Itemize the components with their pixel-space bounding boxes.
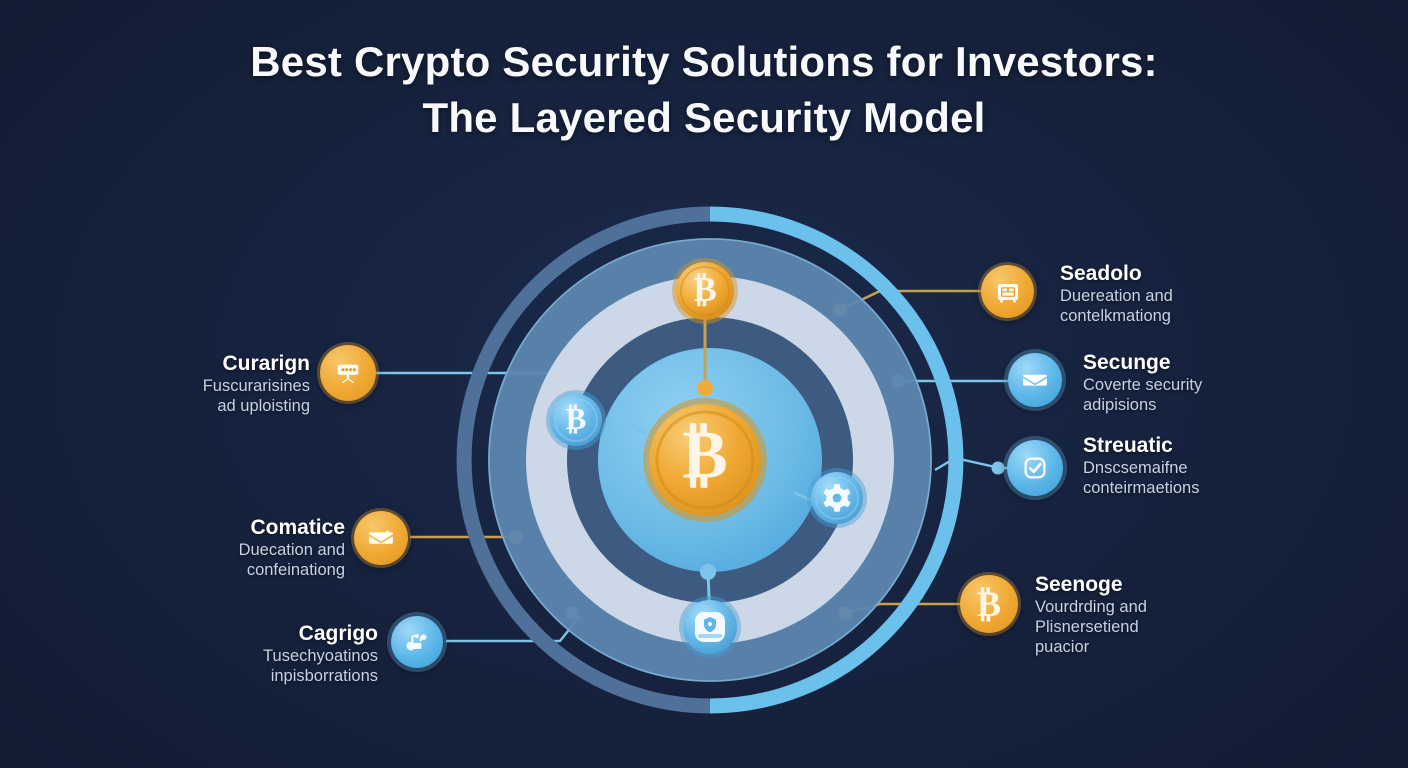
bitcoin-icon-right[interactable]: ₿ — [960, 575, 1018, 633]
gear-icon — [823, 484, 851, 512]
shield-lock-icon — [704, 617, 716, 633]
svg-text:₿: ₿ — [693, 270, 716, 309]
label-comatice-title: Comatice — [250, 516, 345, 539]
label-comatice-subtitle: Duecation and confeinationg — [238, 541, 345, 580]
label-streuatic-subtitle: Dnscsemaifne conteirmaetions — [1083, 459, 1200, 498]
label-curarign-title: Curarign — [222, 352, 310, 375]
title-line-1: Best Crypto Security Solutions for Inves… — [250, 38, 1158, 85]
label-seadolo-title: Seadolo — [1060, 262, 1142, 285]
envelope-icon-left[interactable] — [354, 511, 408, 565]
svg-text:₿: ₿ — [566, 401, 587, 436]
label-curarign[interactable]: Curarign Fuscurarisines ad uploisting — [60, 352, 310, 417]
page-title: Best Crypto Security Solutions for Inves… — [0, 34, 1408, 146]
orbit-node-right-gear[interactable] — [807, 468, 867, 528]
label-secunge-title: Secunge — [1083, 351, 1171, 374]
label-cagrigo[interactable]: Cagrigo Tusechyoatinos inpisborrations — [128, 622, 378, 687]
label-seenoge[interactable]: Seenoge Vourdrding and Plisnersetiend pu… — [1035, 573, 1285, 658]
orbit-node-bottom-shield[interactable] — [679, 596, 741, 658]
label-curarign-subtitle: Fuscurarisines ad uploisting — [202, 377, 310, 416]
outer-ring — [456, 206, 964, 714]
safe-vault-icon[interactable] — [981, 265, 1034, 318]
check-badge-icon[interactable] — [1007, 440, 1063, 496]
ring-band-mid-2 — [488, 238, 932, 682]
orbit-node-top-bitcoin[interactable]: ₿ — [672, 258, 738, 324]
label-seenoge-subtitle: Vourdrding and Plisnersetiend puacior — [1035, 598, 1147, 656]
label-streuatic[interactable]: Streuatic Dnscsemaifne conteirmaetions — [1083, 434, 1333, 499]
label-seadolo-subtitle: Duereation and contelkmationg — [1060, 287, 1173, 326]
label-secunge-subtitle: Coverte security adipisions — [1083, 376, 1203, 415]
server-rack-icon[interactable] — [320, 345, 376, 401]
label-seadolo[interactable]: Seadolo Duereation and contelkmationg — [1060, 262, 1310, 327]
envelope-icon-right[interactable] — [1008, 353, 1062, 407]
network-nodes-icon[interactable] — [391, 616, 443, 668]
label-secunge[interactable]: Secunge Coverte security adipisions — [1083, 351, 1333, 416]
orbit-node-left-bitcoin[interactable]: ₿ — [546, 390, 606, 450]
label-cagrigo-title: Cagrigo — [298, 622, 378, 645]
label-seenoge-title: Seenoge — [1035, 573, 1123, 596]
center-bitcoin-node[interactable]: ₿ — [643, 398, 767, 522]
label-streuatic-title: Streuatic — [1083, 434, 1173, 457]
title-line-2: The Layered Security Model — [422, 93, 986, 141]
label-comatice[interactable]: Comatice Duecation and confeinationg — [95, 516, 345, 581]
label-cagrigo-subtitle: Tusechyoatinos inpisborrations — [263, 647, 378, 686]
layered-security-diagram: ₿ ₿ ₿ — [440, 190, 980, 730]
center-bitcoin-symbol: ₿ — [682, 417, 727, 493]
